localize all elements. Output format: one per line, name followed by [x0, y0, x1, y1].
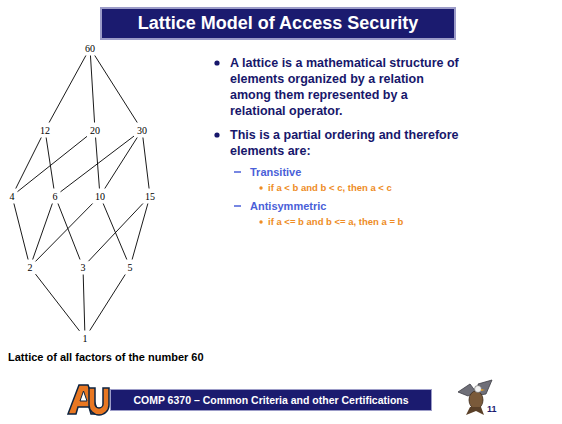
order-relation-line — [89, 204, 143, 262]
bullet-mark — [256, 217, 266, 227]
order-relation-line — [14, 204, 28, 260]
element-number: 2 — [28, 262, 33, 273]
order-relation-line — [103, 204, 127, 260]
lattice-element: 5 — [126, 261, 135, 274]
bullet-mark — [212, 130, 222, 140]
sub-bullet: Antisymmetric — [250, 200, 326, 212]
order-relation-line — [95, 56, 137, 123]
logo-a-hole — [80, 391, 87, 401]
lattice-element: 6 — [51, 190, 60, 203]
sub-bullet: Transitive — [250, 166, 301, 178]
bullet-dash — [234, 171, 241, 173]
order-relation-line — [132, 204, 148, 260]
lattice-element: 1 — [81, 332, 90, 345]
element-number: 4 — [10, 191, 15, 202]
bullet-point-item: A lattice is a mathematical structure of… — [210, 55, 464, 119]
logo-u — [89, 388, 109, 415]
rule-text-item: if a < b and b < c, then a < c — [210, 181, 464, 194]
element-number: 60 — [85, 43, 95, 54]
order-relation-line — [36, 204, 93, 262]
order-relation-line — [49, 56, 86, 123]
rule-text: if a <= b and b <= a, then a = b — [268, 216, 403, 227]
element-number: 20 — [90, 125, 100, 136]
bullet-point: This is a partial ordering and therefore… — [230, 128, 459, 158]
lattice-element: 60 — [83, 42, 97, 55]
bullet-mark — [233, 201, 243, 211]
lattice-element: 10 — [93, 190, 107, 203]
eagle-head — [475, 386, 482, 393]
slide-title: Lattice Model of Access Security — [138, 13, 418, 33]
bullet-dot — [214, 60, 219, 65]
rule-text: if a < b and b < c, then a < c — [268, 182, 392, 193]
sub-bullet-item: Transitive — [210, 165, 464, 179]
lattice-element: 12 — [38, 124, 52, 137]
order-relation-line — [83, 275, 85, 331]
rule-text-item: if a <= b and b <= a, then a = b — [210, 215, 464, 228]
element-number: 12 — [40, 125, 50, 136]
eagle-body — [469, 391, 483, 409]
element-number: 3 — [81, 262, 86, 273]
lattice-element: 4 — [8, 190, 17, 203]
course-footer: COMP 6370 – Common Criteria and other Ce… — [133, 394, 408, 406]
order-relation-line — [61, 136, 135, 192]
lattice-element: 20 — [88, 124, 102, 137]
footer-bar: COMP 6370 – Common Criteria and other Ce… — [110, 389, 432, 411]
order-relation-line — [36, 274, 80, 331]
bullet-dot — [259, 186, 262, 189]
lattice-element: 3 — [79, 261, 88, 274]
element-number: 10 — [95, 191, 105, 202]
eagle-mascot — [458, 380, 492, 415]
lattice-element: 2 — [26, 261, 35, 274]
order-relation-line — [18, 136, 88, 191]
bullet-point-item: This is a partial ordering and therefore… — [210, 127, 464, 159]
element-number: 15 — [145, 191, 155, 202]
element-number: 5 — [128, 262, 133, 273]
order-relation-line — [143, 138, 149, 189]
lattice-element: 30 — [135, 124, 149, 137]
university-logo — [68, 385, 109, 415]
bullet-point: A lattice is a mathematical structure of… — [230, 56, 459, 118]
bullet-mark — [256, 183, 266, 193]
order-relation-line — [105, 138, 137, 189]
eagle-tail — [466, 407, 484, 415]
bullet-mark — [233, 167, 243, 177]
element-number: 6 — [53, 191, 58, 202]
figure-caption: Lattice of all factors of the number 60 — [8, 351, 204, 363]
bullet-dot — [259, 220, 262, 223]
order-relation-line — [33, 204, 53, 260]
title-bar: Lattice Model of Access Security — [100, 7, 456, 40]
order-relation-line — [58, 204, 80, 260]
order-relation-line — [90, 56, 94, 123]
element-number: 1 — [83, 333, 88, 344]
order-relation-line — [16, 138, 42, 189]
bullet-dash — [234, 205, 241, 207]
lattice-element: 15 — [143, 190, 157, 203]
bullet-mark — [212, 58, 222, 68]
bullet-list: A lattice is a mathematical structure of… — [210, 55, 464, 228]
order-relation-line — [90, 275, 125, 331]
sub-bullet-item: Antisymmetric — [210, 199, 464, 213]
element-number: 30 — [137, 125, 147, 136]
eagle-beak — [481, 389, 485, 391]
page-number: 11 — [487, 404, 497, 414]
bullet-dot — [214, 132, 219, 137]
order-relation-line — [46, 138, 54, 189]
